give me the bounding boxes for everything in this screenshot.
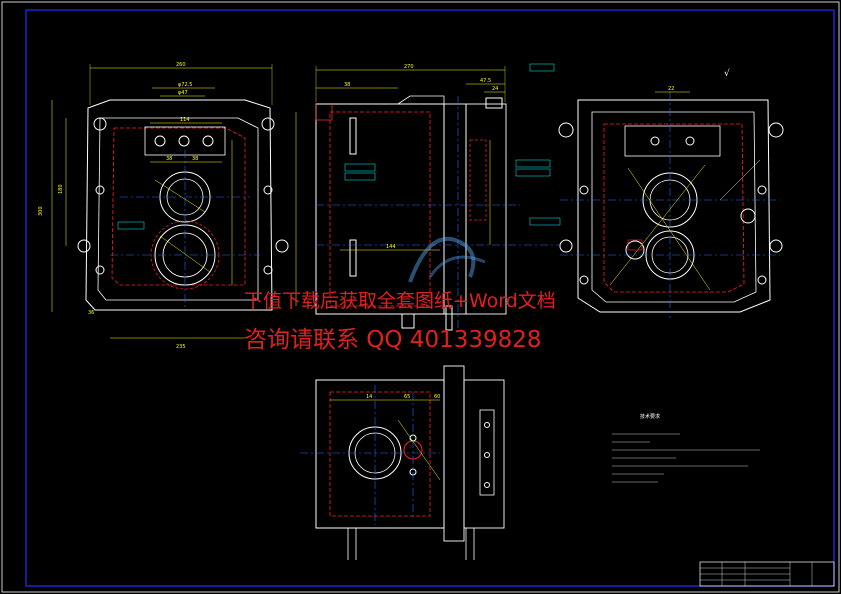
front-view: 260 φ72.5 φ47 114 38 38 300 180 36 235 (38, 62, 289, 350)
dim-front-235: 235 (176, 344, 186, 350)
dim-front-300: 300 (38, 206, 44, 216)
dim-side-144: 144 (386, 244, 396, 250)
bottom-view: 14 65 60 (300, 365, 505, 560)
dim-right-22: 22 (668, 86, 674, 92)
dim-front-38a: 38 (166, 156, 172, 162)
notes-title: 技术要求 (640, 414, 661, 420)
dim-side-width: 270 (404, 64, 414, 70)
dim-front-top-a: φ72.5 (178, 82, 192, 88)
logo-watermark (408, 236, 486, 283)
dim-front-width: 260 (176, 62, 186, 68)
watermark-line-2: 咨询请联系 QQ 401339828 (244, 327, 542, 353)
side-view: 270 38 47.5 24 144 (295, 63, 561, 331)
roughness-mark: √ (724, 68, 730, 79)
inner-border (25, 9, 835, 587)
dim-front-180: 180 (58, 184, 64, 194)
dim-front-38b: 38 (192, 156, 198, 162)
dim-front-114: 114 (180, 117, 190, 123)
rear-view: 22 √ (558, 68, 784, 318)
dim-front-36: 36 (88, 310, 94, 316)
dim-front-top-b: φ47 (178, 90, 188, 96)
dim-bottom-14: 14 (366, 394, 372, 400)
technical-notes (612, 433, 760, 483)
dim-side-47: 47.5 (480, 78, 491, 84)
dim-side-24: 24 (492, 86, 498, 92)
dim-bottom-60: 60 (434, 394, 440, 400)
dim-bottom-65: 65 (404, 394, 410, 400)
watermark-line-1: 下值下载后获取全套图纸+Word文档 (244, 290, 556, 312)
title-block (699, 561, 835, 587)
dim-side-38: 38 (344, 82, 350, 88)
